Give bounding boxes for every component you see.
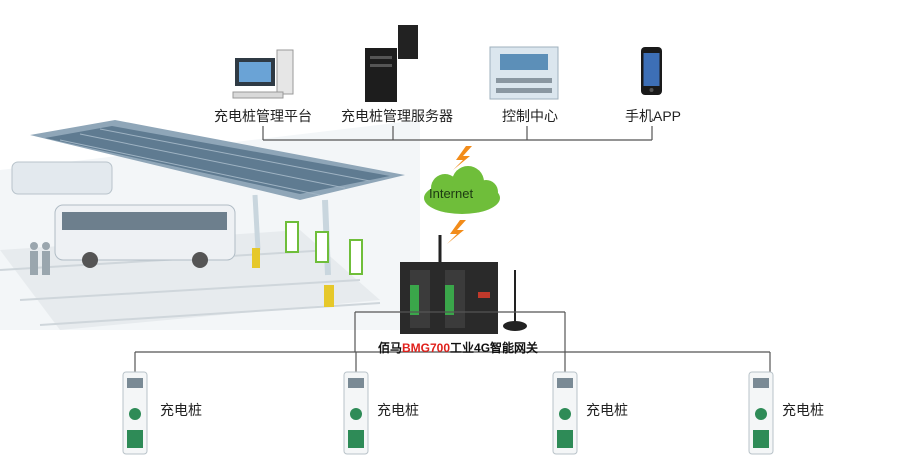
platform-label: 充电桩管理平台 <box>214 108 312 124</box>
charging-pile-label: 充电桩 <box>160 402 202 418</box>
wireless-signal-icon <box>447 146 472 244</box>
computer-icon <box>232 49 294 99</box>
mobile-app-label: 手机APP <box>625 108 682 124</box>
charging-pile-label: 充电桩 <box>377 402 419 418</box>
bus-icon <box>11 161 236 268</box>
internet-cloud-icon <box>424 166 500 214</box>
people-icon <box>30 242 50 275</box>
gateway-model: BMG700 <box>402 341 451 355</box>
scene-charger-icons <box>252 221 363 307</box>
control-center-label: 控制中心 <box>502 108 558 124</box>
bottom-network-bus <box>134 311 771 372</box>
control-center-icon <box>489 46 559 100</box>
gateway-desc: 工业4G智能网关 <box>450 341 539 355</box>
gateway-brand: 佰马 <box>378 341 403 355</box>
charging-pile-label: 充电桩 <box>782 402 824 418</box>
gateway-label: 佰马BMG700工业4G智能网关 <box>378 339 538 356</box>
gateway-device-icon <box>400 235 527 334</box>
internet-label: Internet <box>429 186 474 201</box>
server-icon <box>365 25 418 102</box>
solar-canopy <box>30 120 405 276</box>
charging-pile-label: 充电桩 <box>586 402 628 418</box>
top-network-bus <box>262 126 653 141</box>
server-label: 充电桩管理服务器 <box>341 108 453 124</box>
phone-icon <box>641 47 662 95</box>
charging-pile-icon <box>122 371 774 455</box>
